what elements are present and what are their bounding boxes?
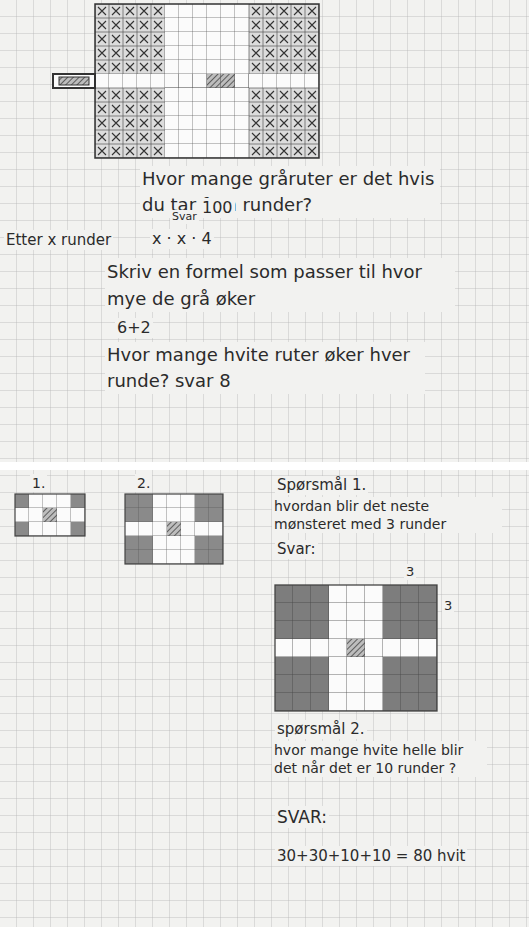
answer-number: 100 <box>200 198 235 218</box>
note-text: Etter x runder <box>4 230 113 250</box>
tile-pattern <box>125 494 223 564</box>
tile-pattern <box>53 4 319 158</box>
dimension-number: 3 <box>404 564 416 580</box>
grey-cells <box>95 88 165 158</box>
paper-panel <box>0 0 529 462</box>
tile-pattern <box>15 494 85 536</box>
grey-cells <box>249 4 319 74</box>
question-text: Skriv en formel som passer til hvor mye … <box>105 258 455 312</box>
pattern-outline <box>15 494 85 536</box>
cell-grid <box>125 494 223 564</box>
question-heading: spørsmål 2. <box>275 720 367 739</box>
answer-tag: Svar <box>170 210 199 224</box>
pattern-outline <box>95 4 319 158</box>
formula-text: 6+2 <box>115 318 153 338</box>
formula-text: x · x · 4 <box>150 229 214 249</box>
dimension-number: 3 <box>442 598 454 614</box>
figure-number: 2. <box>135 474 152 492</box>
pattern-outline <box>275 585 437 711</box>
white-cells <box>125 494 223 564</box>
question-text: Hvor mange hvite ruter øker hver runde? … <box>105 342 425 394</box>
grey-cells <box>249 88 319 158</box>
question-heading: Spørsmål 1. <box>275 476 368 495</box>
question-text: hvor mange hvite helle blir det når det … <box>272 741 487 777</box>
cell-grid <box>15 494 85 536</box>
tile-pattern <box>275 585 437 711</box>
answer-tag: Svar: <box>275 540 318 559</box>
cell-grid <box>95 74 319 88</box>
white-cells <box>275 585 437 711</box>
grid-lines <box>0 0 529 462</box>
white-cells <box>15 494 85 536</box>
figure-number: 1. <box>30 474 47 492</box>
answer-text: 30+30+10+10 = 80 hvit <box>275 846 467 866</box>
hatched-cell <box>59 77 89 85</box>
question-text: hvordan blir det neste mønsteret med 3 r… <box>272 497 502 533</box>
arm-cell <box>53 74 95 88</box>
pattern-outline <box>125 494 223 564</box>
white-cells <box>95 74 319 88</box>
grey-cells <box>95 4 165 74</box>
grid-lines <box>0 470 529 927</box>
answer-tag: SVAR: <box>275 806 329 828</box>
paper-panel <box>0 470 529 927</box>
cell-grid <box>275 585 437 711</box>
